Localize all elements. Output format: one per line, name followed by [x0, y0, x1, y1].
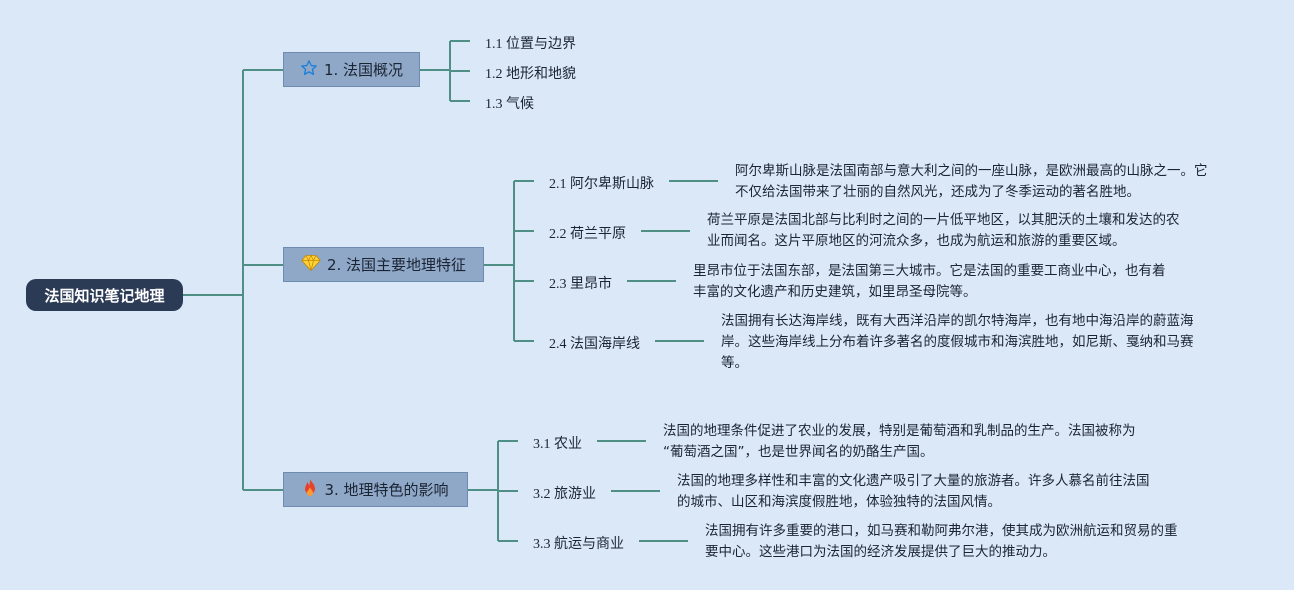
note-2-1: 阿尔卑斯山脉是法国南部与意大利之间的一座山脉，是欧洲最高的山脉之一。它 不仅给法…: [735, 161, 1208, 203]
note-line: 里昂市位于法国东部，是法国第三大城市。它是法国的重要工商业中心，也有着: [693, 263, 1166, 279]
note-2-4: 法国拥有长达海岸线，既有大西洋沿岸的凯尔特海岸，也有地中海沿岸的蔚蓝海 岸。这些…: [721, 311, 1194, 374]
root-label: 法国知识笔记地理: [44, 286, 165, 305]
note-2-3: 里昂市位于法国东部，是法国第三大城市。它是法国的重要工商业中心，也有着 丰富的文…: [693, 261, 1166, 303]
topic-1-2[interactable]: 1.2 地形和地貌: [485, 67, 576, 82]
root-topic[interactable]: 法国知识笔记地理: [26, 279, 183, 311]
note-line: 法国拥有长达海岸线，既有大西洋沿岸的凯尔特海岸，也有地中海沿岸的蔚蓝海: [721, 313, 1194, 329]
branch-1-label: 1. 法国概况: [323, 61, 404, 79]
topic-3-2[interactable]: 3.2 旅游业: [533, 487, 596, 502]
branch-3-topic[interactable]: 3. 地理特色的影响: [283, 472, 468, 507]
note-line: 法国的地理多样性和丰富的文化遗产吸引了大量的旅游者。许多人慕名前往法国: [677, 473, 1150, 489]
note-line: 阿尔卑斯山脉是法国南部与意大利之间的一座山脉，是欧洲最高的山脉之一。它: [735, 163, 1208, 179]
branch-1-topic[interactable]: 1. 法国概况: [283, 52, 420, 87]
note-line: 业而闻名。这片平原地区的河流众多，也成为航运和旅游的重要区域。: [707, 233, 1126, 249]
branch-3-label: 3. 地理特色的影响: [324, 481, 449, 499]
topic-2-3[interactable]: 2.3 里昂市: [549, 277, 612, 292]
note-line: “葡萄酒之国”，也是世界闻名的奶酪生产国。: [663, 444, 934, 460]
note-line: 岸。这些海岸线上分布着许多著名的度假城市和海滨胜地，如尼斯、戛纳和马赛: [721, 334, 1194, 350]
topic-3-1[interactable]: 3.1 农业: [533, 437, 582, 452]
note-3-2: 法国的地理多样性和丰富的文化遗产吸引了大量的旅游者。许多人慕名前往法国 的城市、…: [677, 471, 1150, 513]
star-icon: [300, 59, 318, 81]
note-line: 荷兰平原是法国北部与比利时之间的一片低平地区，以其肥沃的土壤和发达的农: [707, 212, 1180, 228]
topic-1-1[interactable]: 1.1 位置与边界: [485, 37, 576, 52]
note-line: 要中心。这些港口为法国的经济发展提供了巨大的推动力。: [705, 544, 1056, 560]
topic-3-3[interactable]: 3.3 航运与商业: [533, 537, 624, 552]
topic-2-4[interactable]: 2.4 法国海岸线: [549, 337, 640, 352]
note-2-2: 荷兰平原是法国北部与比利时之间的一片低平地区，以其肥沃的土壤和发达的农 业而闻名…: [707, 210, 1180, 252]
branch-2-topic[interactable]: 2. 法国主要地理特征: [283, 247, 484, 282]
note-line: 等。: [721, 355, 748, 371]
note-line: 的城市、山区和海滨度假胜地，体验独特的法国风情。: [677, 494, 1001, 510]
note-line: 法国的地理条件促进了农业的发展，特别是葡萄酒和乳制品的生产。法国被称为: [663, 423, 1136, 439]
note-line: 丰富的文化遗产和历史建筑，如里昂圣母院等。: [693, 284, 977, 300]
gem-icon: [301, 254, 321, 276]
note-line: 不仅给法国带来了壮丽的自然风光，还成为了冬季运动的著名胜地。: [735, 184, 1140, 200]
note-3-1: 法国的地理条件促进了农业的发展，特别是葡萄酒和乳制品的生产。法国被称为 “葡萄酒…: [663, 421, 1136, 463]
topic-1-3[interactable]: 1.3 气候: [485, 97, 534, 112]
note-line: 法国拥有许多重要的港口，如马赛和勒阿弗尔港，使其成为欧洲航运和贸易的重: [705, 523, 1178, 539]
topic-2-2[interactable]: 2.2 荷兰平原: [549, 227, 626, 242]
topic-2-1[interactable]: 2.1 阿尔卑斯山脉: [549, 177, 654, 192]
fire-icon: [302, 478, 318, 502]
branch-2-label: 2. 法国主要地理特征: [326, 256, 467, 274]
note-3-3: 法国拥有许多重要的港口，如马赛和勒阿弗尔港，使其成为欧洲航运和贸易的重 要中心。…: [705, 521, 1178, 563]
